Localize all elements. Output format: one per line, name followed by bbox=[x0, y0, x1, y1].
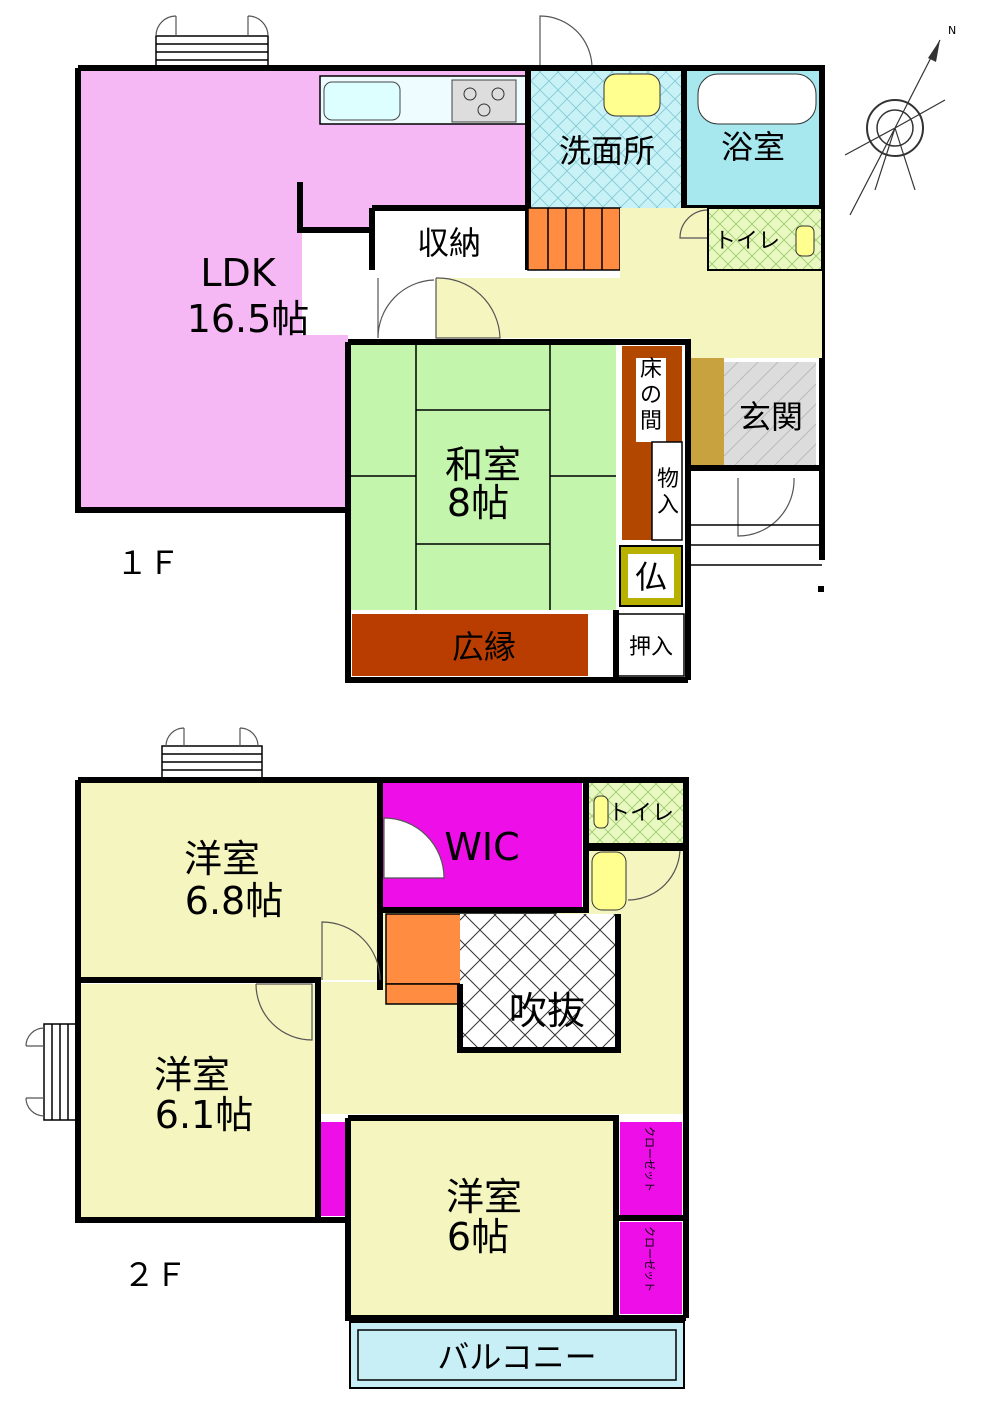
bay-window-1f-doors bbox=[155, 15, 269, 37]
balcony bbox=[349, 1321, 685, 1389]
closet-1f bbox=[651, 441, 683, 541]
closet-a bbox=[620, 1122, 682, 1216]
compass-icon bbox=[844, 39, 946, 216]
closet-b-label: クローゼット bbox=[643, 1226, 656, 1292]
bathroom-label: 浴室 bbox=[721, 128, 785, 166]
balcony-label: バルコニー bbox=[437, 1338, 596, 1376]
room-6-8 bbox=[78, 780, 380, 980]
tokonoma-label-2: の bbox=[640, 383, 662, 408]
room-6-8-size: 6.8帖 bbox=[185, 879, 283, 923]
closet-b bbox=[620, 1222, 682, 1314]
hall-door bbox=[435, 277, 501, 339]
room-6-8-label: 洋室 bbox=[184, 837, 260, 881]
floor-2 bbox=[25, 727, 689, 1389]
sink bbox=[323, 81, 401, 121]
room-6-1-label: 洋室 bbox=[154, 1053, 230, 1097]
toilet-door-1f bbox=[679, 209, 709, 239]
room-6 bbox=[350, 1118, 616, 1318]
storage-1f bbox=[372, 208, 528, 270]
storage-label: 収納 bbox=[417, 224, 481, 262]
tokonoma-label-3: 間 bbox=[640, 409, 662, 434]
hiroen bbox=[352, 614, 588, 676]
closet-a-label: クローゼット bbox=[643, 1126, 656, 1192]
oshiire-label: 押入 bbox=[629, 635, 673, 660]
toilet-label-1f: トイレ bbox=[714, 229, 780, 254]
butsudan-label: 仏 bbox=[635, 558, 667, 596]
tokonoma-label-1: 床 bbox=[640, 357, 662, 382]
void-label: 吹抜 bbox=[509, 989, 585, 1033]
closet-label-1: 物 bbox=[657, 467, 679, 492]
ldk-size: 16.5帖 bbox=[187, 297, 310, 341]
entrance-door bbox=[737, 477, 795, 537]
washitsu-size: 8帖 bbox=[447, 481, 509, 525]
genkan-step bbox=[690, 358, 724, 468]
floor-1-label: １Ｆ bbox=[116, 544, 180, 582]
washroom-label: 洗面所 bbox=[559, 132, 655, 170]
wic-label: WIC bbox=[444, 825, 519, 869]
entrance-label: 玄関 bbox=[739, 398, 803, 436]
closet-6-1 bbox=[318, 1122, 348, 1216]
ldk-door bbox=[377, 278, 435, 339]
toilet-label-2f: トイレ bbox=[608, 801, 674, 826]
corridor-1f bbox=[436, 208, 822, 358]
stove bbox=[451, 79, 517, 123]
room-6-1 bbox=[78, 984, 318, 1220]
compass-north-label: N bbox=[948, 24, 956, 37]
genkan bbox=[724, 362, 816, 468]
wash-basin-2f bbox=[591, 851, 627, 911]
room-6-size: 6帖 bbox=[447, 1215, 509, 1259]
closet-label-2: 入 bbox=[657, 493, 679, 518]
ldk-label: LDK bbox=[200, 251, 276, 295]
bay-window-2f-left bbox=[43, 1023, 79, 1121]
room-6-1-size: 6.1帖 bbox=[155, 1093, 253, 1137]
ldk-room bbox=[78, 68, 528, 510]
hiroen-label: 広縁 bbox=[452, 628, 516, 666]
wash-basin bbox=[603, 73, 661, 117]
bathtub bbox=[697, 73, 817, 125]
room-6-label: 洋室 bbox=[446, 1175, 522, 1219]
washitsu-label: 和室 bbox=[445, 443, 521, 487]
washroom-door bbox=[539, 15, 593, 69]
floor-1 bbox=[75, 15, 825, 683]
stairs-1f bbox=[527, 207, 621, 271]
floor-2-label: ２Ｆ bbox=[123, 1256, 187, 1294]
